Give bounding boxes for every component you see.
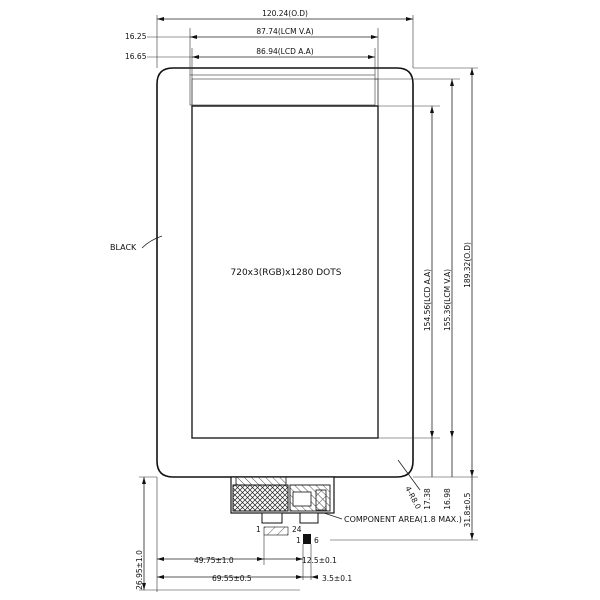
black-leader [141, 235, 163, 249]
dim-fpc-offset-1: 49.75±1.0 [194, 556, 234, 565]
dim-lcd-aa-height: 154.56(LCD A.A) [423, 269, 432, 331]
bottom-dimensions: 26.95±1.0 49.75±1.0 12.5±0.1 69.55±0.5 3… [135, 476, 352, 592]
dim-od-width: 120.24(O.D) [262, 9, 308, 18]
dim-corner-radius: 4-R8.0 [403, 485, 423, 511]
dim-lcm-va-width: 87.74(LCM V.A) [256, 27, 313, 36]
fpc-assembly [230, 476, 335, 544]
component-area-label: COMPONENT AREA(1.8 MAX.) [344, 515, 462, 524]
corner-radius-callout: 4-R8.0 [397, 459, 423, 511]
dim-left-offset-va: 16.25 [125, 32, 147, 41]
pin-6: 6 [314, 536, 319, 545]
dim-fpc-length: 31.8±0.5 [463, 492, 472, 527]
dim-fpc-total-length: 26.95±1.0 [135, 550, 144, 590]
dim-connector-offset-1: 12.5±0.1 [302, 556, 337, 565]
dim-bottom-aa: 17.38 [423, 488, 432, 510]
pin-1-small: 1 [296, 536, 301, 545]
black-label: BLACK [110, 243, 137, 252]
dim-lcm-va-height: 155.36(LCM V.A) [443, 269, 452, 331]
pin-1-main: 1 [256, 525, 261, 534]
right-dimensions: 154.56(LCD A.A) 155.36(LCM V.A) 189.32(O… [330, 67, 478, 541]
active-area [189, 74, 379, 439]
dim-connector-offset-2: 3.5±0.1 [322, 574, 352, 583]
top-dimensions: 120.24(O.D) 87.74(LCM V.A) 16.25 86.94(L… [125, 9, 414, 106]
pin-24: 24 [292, 525, 302, 534]
dim-lcd-aa-width: 86.94(LCD A.A) [256, 47, 313, 56]
dim-left-offset-aa: 16.65 [125, 52, 147, 61]
lcm-va-outline [191, 78, 379, 439]
resolution-label: 720x3(RGB)x1280 DOTS [231, 268, 342, 278]
dim-fpc-offset-2: 69.55±0.5 [212, 574, 252, 583]
bezel [156, 67, 414, 478]
dim-bottom-va: 16.98 [443, 488, 452, 510]
dim-od-height: 189.32(O.D) [463, 242, 472, 288]
component-area-leader [323, 512, 343, 520]
